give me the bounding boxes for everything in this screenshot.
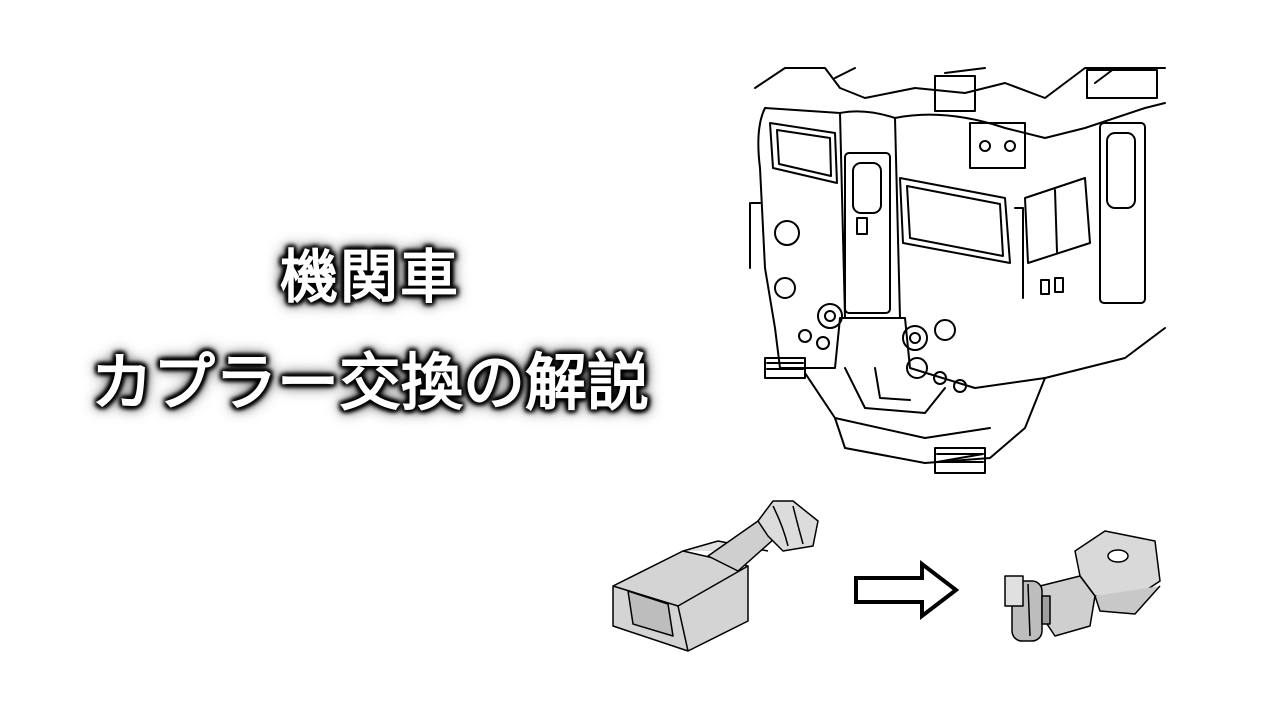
right-arrow-icon <box>854 559 960 621</box>
title-line-1: 機関車 <box>279 243 460 311</box>
title-line-2: カプラー交換の解説 <box>90 346 649 419</box>
knuckle-coupler-icon <box>1004 530 1161 642</box>
dummy-coupler-icon <box>612 500 819 652</box>
locomotive-icon <box>749 67 1166 474</box>
title-block: 機関車 カプラー交換の解説 <box>70 248 670 414</box>
